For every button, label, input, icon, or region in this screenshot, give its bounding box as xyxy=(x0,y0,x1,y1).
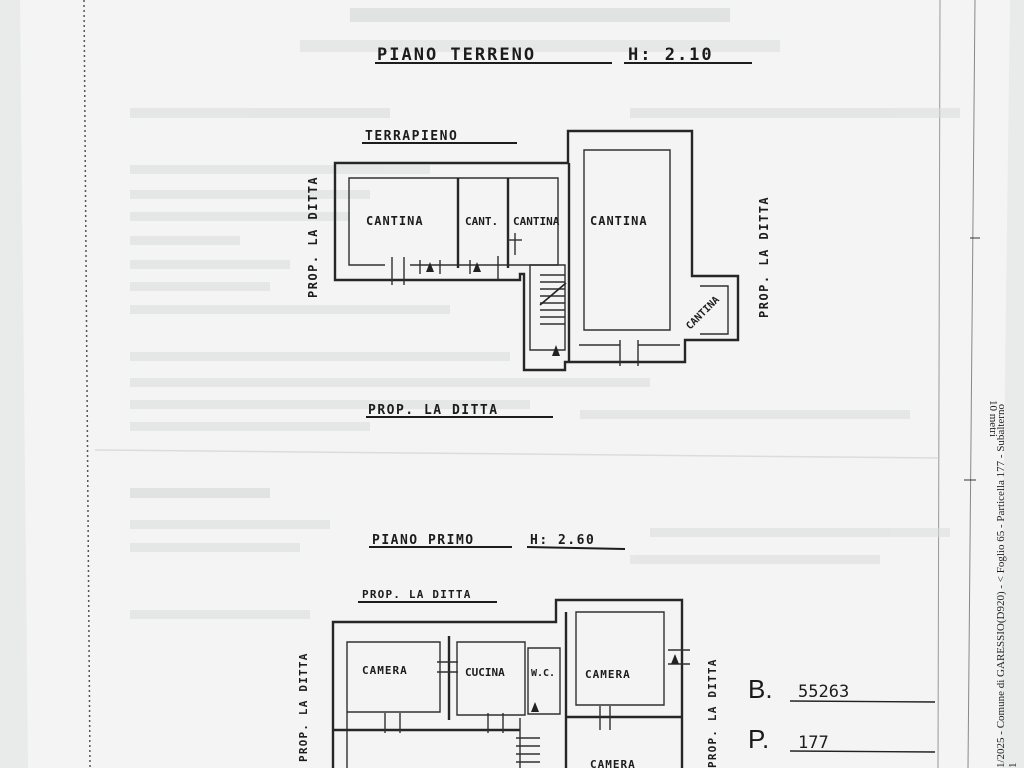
first-floor-plan xyxy=(331,598,690,768)
first-room-label-4: CAMERA xyxy=(585,668,631,681)
first-stairs xyxy=(516,718,540,768)
first-floor-height-underline xyxy=(526,546,626,550)
ground-floor-height: H: 2.10 xyxy=(628,45,714,65)
bleed-through-print xyxy=(94,8,960,619)
ground-outer-wall xyxy=(333,129,740,372)
first-prop-right: PROP. LA DITTA xyxy=(706,658,719,768)
ground-room-label-1: CANTINA xyxy=(366,214,424,228)
first-room-label-1: CAMERA xyxy=(362,664,408,677)
first-room-label-3: W.C. xyxy=(531,668,555,679)
frame-right xyxy=(937,0,941,768)
stamp-b-label: B. xyxy=(748,674,773,704)
ground-floor-title: PIANO TERRENO xyxy=(377,45,536,65)
margin-scale-note: 10 metri xyxy=(987,400,999,437)
ground-room-label-2: CANT. xyxy=(465,215,498,228)
first-room-label-5: CAMERA xyxy=(590,758,636,768)
first-floor-height: H: 2.60 xyxy=(530,533,595,548)
margin-cadastral-reference: 1/2025 - Comune di GARESSIO(D920) - < Fo… xyxy=(995,404,1007,768)
ground-stairs xyxy=(539,274,567,325)
first-floor-title: PIANO PRIMO xyxy=(372,533,475,548)
terrapieno-label: TERRAPIENO xyxy=(365,129,458,144)
stamp-p-label: P. xyxy=(748,724,769,754)
first-prop-left: PROP. LA DITTA xyxy=(297,652,310,762)
frame-right-outer xyxy=(967,0,976,768)
ground-prop-right: PROP. LA DITTA xyxy=(757,196,771,318)
ground-prop-left: PROP. LA DITTA xyxy=(306,176,320,298)
cadastral-stamp: B. 55263 P. 177 xyxy=(748,674,936,754)
frame-left-dashed xyxy=(83,0,91,768)
stamp-p-line xyxy=(789,750,936,753)
first-prop-top: PROP. LA DITTA xyxy=(362,588,472,601)
stamp-b-value: 55263 xyxy=(798,682,849,702)
stamp-p-value: 177 xyxy=(798,733,829,753)
ground-room-label-4: CANTINA xyxy=(590,214,648,228)
stamp-b-line xyxy=(789,700,936,703)
first-room-label-2: CUCINA xyxy=(465,666,505,679)
margin-page-number: 1 xyxy=(1007,763,1019,768)
ground-room-label-3: CANTINA xyxy=(513,215,560,228)
ground-floor-plan xyxy=(333,129,740,372)
ground-prop-bottom: PROP. LA DITTA xyxy=(368,403,499,418)
first-outer-wall xyxy=(331,598,684,768)
